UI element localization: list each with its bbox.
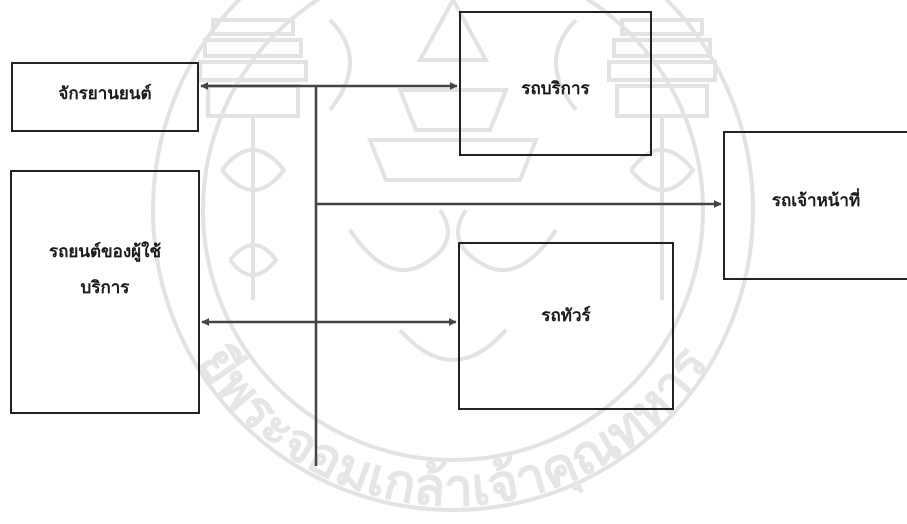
node-service-vehicle: รถบริการ — [459, 11, 652, 156]
node-label: รถบริการ — [521, 79, 590, 99]
node-label: รถยนต์ของผู้ใช้บริการ — [49, 242, 161, 298]
node-user-car: รถยนต์ของผู้ใช้บริการ — [10, 170, 200, 414]
node-label: จักรยานยนต์ — [58, 84, 152, 104]
node-motorcycle: จักรยานยนต์ — [11, 62, 199, 132]
node-label: รถเจ้าหน้าที่ — [771, 191, 861, 211]
node-staff-vehicle: รถเจ้าหน้าที่ — [723, 131, 907, 280]
node-label: รถทัวร์ — [541, 306, 591, 326]
node-tour-bus: รถทัวร์ — [458, 242, 674, 410]
